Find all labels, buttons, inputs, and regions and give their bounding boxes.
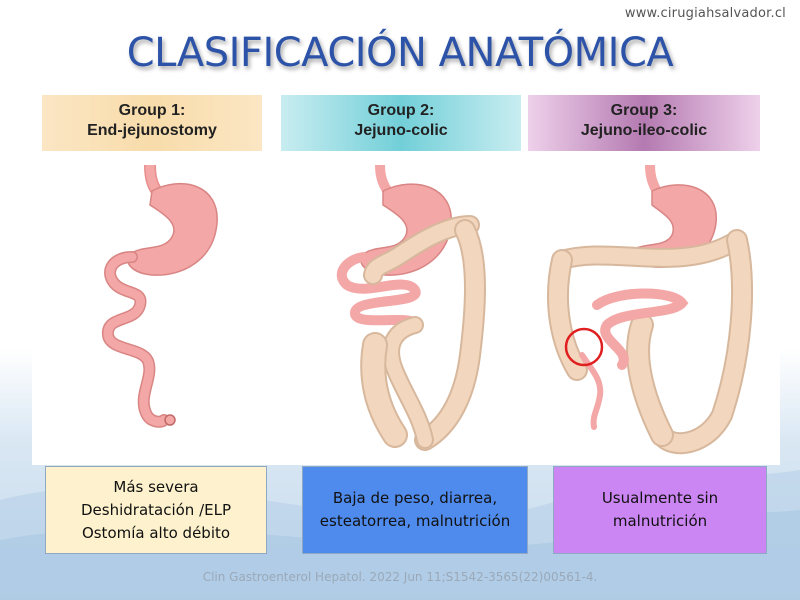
group-1-description-line: Deshidratación /ELP bbox=[80, 500, 232, 519]
group-1-panel: Group 1: End-jejunostomy bbox=[32, 95, 290, 465]
page-title: CLASIFICACIÓN ANATÓMICA bbox=[126, 30, 674, 76]
group-1-description: Más severa Deshidratación /ELP Ostomía a… bbox=[45, 466, 267, 554]
group-1-description-line: Ostomía alto débito bbox=[81, 523, 231, 542]
group-2-description: Baja de peso, diarrea, esteatorrea, maln… bbox=[302, 466, 528, 554]
group-1-type: End-jejunostomy bbox=[87, 122, 217, 139]
group-1-header: Group 1: End-jejunostomy bbox=[42, 95, 262, 151]
group-2-label: Group 2: bbox=[367, 102, 435, 119]
group-2-header: Group 2: Jejuno-colic bbox=[281, 95, 521, 151]
group-3-description-line: malnutrición bbox=[612, 512, 708, 530]
group-3-description-line: Usualmente sin bbox=[601, 489, 719, 507]
group-2-description-line: Baja de peso, diarrea, bbox=[332, 489, 498, 507]
group-3-label: Group 3: bbox=[610, 102, 678, 119]
group-3-description: Usualmente sin malnutrición bbox=[553, 466, 767, 554]
group-3-header: Group 3: Jejuno-ileo-colic bbox=[528, 95, 760, 151]
citation: Clin Gastroenterol Hepatol. 2022 Jun 11;… bbox=[202, 570, 598, 584]
group-1-description-line: Más severa bbox=[113, 477, 199, 496]
end-jejunostomy-illustration bbox=[102, 165, 218, 428]
group-2-description-line: esteatorrea, malnutrición bbox=[319, 512, 511, 530]
group-2-panel: Group 2: Jejuno-colic bbox=[275, 95, 533, 465]
group-2-type: Jejuno-colic bbox=[354, 122, 448, 139]
website-url: www.cirugiahsalvador.cl bbox=[624, 6, 786, 21]
jejuno-ileo-colic-illustration bbox=[546, 165, 753, 455]
group-1-label: Group 1: bbox=[118, 102, 186, 119]
jejuno-colic-illustration bbox=[336, 165, 486, 451]
group-3-type: Jejuno-ileo-colic bbox=[580, 122, 708, 139]
group-3-panel: Group 3: Jejuno-ileo-colic bbox=[522, 95, 780, 465]
